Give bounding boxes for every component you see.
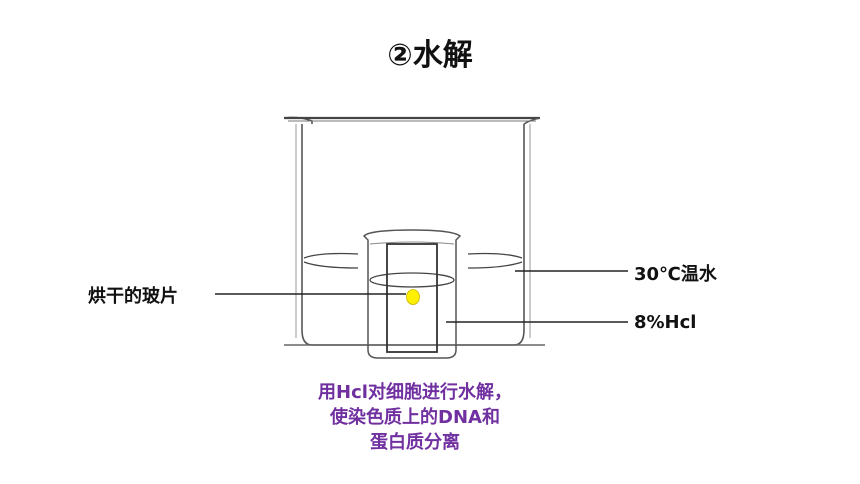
caption-line-2: 使染色质上的DNA和 — [330, 407, 500, 428]
warm-water-label: 30℃温水 — [634, 264, 717, 285]
caption-line-1: 用Hcl对细胞进行水解， — [318, 382, 512, 403]
outer-beaker — [283, 116, 541, 346]
acid-level — [369, 272, 455, 288]
inner-beaker — [362, 229, 462, 359]
caption-line-3: 蛋白质分离 — [370, 432, 460, 453]
warm-water-level — [303, 252, 523, 269]
slide-label: 烘干的玻片 — [88, 286, 178, 307]
caption: 用Hcl对细胞进行水解， 使染色质上的DNA和 蛋白质分离 — [250, 380, 580, 455]
glass-slide — [386, 243, 438, 353]
hcl-label: 8%Hcl — [634, 312, 697, 333]
cell-sample-spot — [406, 289, 420, 305]
page-title: ②水解 — [387, 38, 473, 73]
